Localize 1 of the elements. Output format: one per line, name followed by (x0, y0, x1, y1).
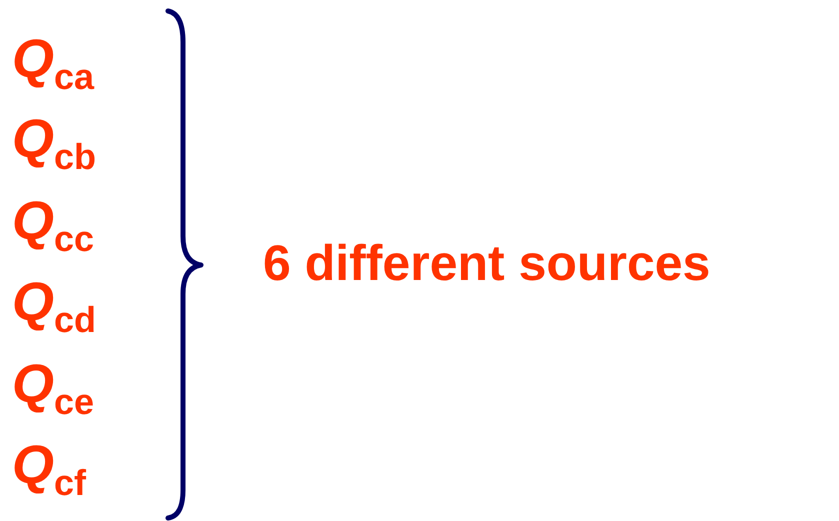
note-text: 6 different sources (263, 238, 710, 288)
